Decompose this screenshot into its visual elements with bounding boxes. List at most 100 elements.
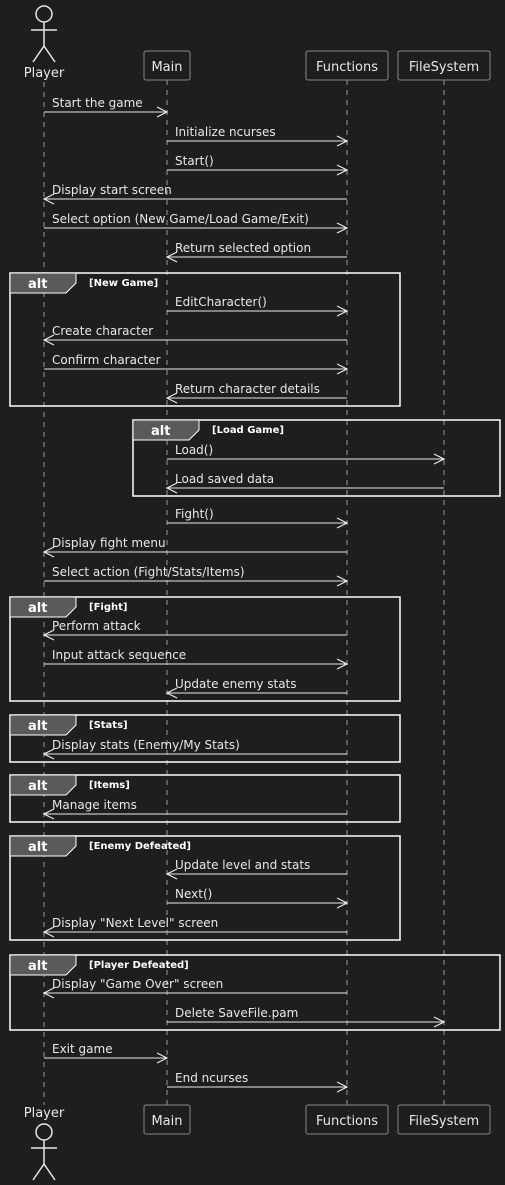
arrowhead-icon: [165, 251, 178, 263]
arrowhead-icon: [336, 517, 349, 529]
arrowhead-icon: [336, 1081, 349, 1093]
frame-condition: [Load Game]: [212, 425, 284, 436]
participant-box: [305, 1104, 389, 1135]
arrowhead-icon: [336, 658, 349, 670]
frame-tag: alt: [28, 719, 47, 734]
message-label: Perform attack: [52, 619, 141, 633]
participant-label: FileSystem: [409, 1114, 479, 1129]
participant-label: Player: [24, 66, 65, 81]
message: Return selected option: [165, 241, 347, 263]
arrowhead-icon: [42, 987, 55, 999]
frame-condition: [New Game]: [89, 278, 158, 289]
participant-functions-top: Functions: [305, 50, 389, 81]
message-label: End ncurses: [175, 1071, 248, 1085]
frame-border: [9, 596, 401, 702]
message: Start(): [167, 154, 349, 176]
arrowhead-icon: [156, 1052, 169, 1064]
frame-tag: alt: [151, 424, 170, 439]
message: Select action (Fight/Stats/Items): [44, 565, 349, 587]
message: Update enemy stats: [165, 677, 347, 699]
frame-condition: [Items]: [89, 780, 130, 791]
message: Fight(): [167, 507, 349, 529]
message: Load saved data: [165, 472, 444, 494]
arrowhead-icon: [165, 392, 178, 404]
message: Delete SaveFile.pam: [167, 1006, 446, 1028]
frame-tag: alt: [28, 277, 47, 292]
arrowhead-icon: [336, 575, 349, 587]
frame-condition: [Fight]: [89, 602, 127, 613]
participant-box: [143, 1104, 191, 1135]
message-label: Display fight menu: [52, 536, 166, 550]
message-label: Display start screen: [52, 183, 172, 197]
message-label: Delete SaveFile.pam: [175, 1006, 298, 1020]
message-label: Select option (New Game/Load Game/Exit): [52, 212, 309, 226]
alt-frame: alt [New Game]: [9, 272, 401, 407]
message-label: Exit game: [52, 1042, 113, 1056]
participant-filesystem-bottom: FileSystem: [397, 1104, 491, 1135]
message: Update level and stats: [165, 858, 347, 880]
message: Perform attack: [42, 619, 347, 641]
message: Manage items: [42, 798, 347, 820]
participant-box: [397, 1104, 491, 1135]
arrowhead-icon: [42, 193, 55, 205]
message: Initialize ncurses: [167, 125, 349, 147]
arrowhead-icon: [336, 164, 349, 176]
message-label: Display "Game Over" screen: [52, 977, 223, 991]
frame-border: [9, 774, 401, 823]
arrowhead-icon: [42, 546, 55, 558]
arrowhead-icon: [336, 363, 349, 375]
message-label: Start the game: [52, 96, 143, 110]
frame-tab: [9, 272, 77, 294]
message-label: Update enemy stats: [175, 677, 297, 691]
message: Display stats (Enemy/My Stats): [42, 738, 347, 760]
message: Display "Game Over" screen: [42, 977, 347, 999]
message: End ncurses: [167, 1071, 349, 1093]
frame-condition: [Enemy Defeated]: [89, 841, 191, 852]
arrowhead-icon: [165, 868, 178, 880]
message: EditCharacter(): [167, 295, 349, 317]
arrowhead-icon: [433, 1016, 446, 1028]
message-label: Select action (Fight/Stats/Items): [52, 565, 245, 579]
message: Select option (New Game/Load Game/Exit): [44, 212, 349, 234]
frame-border: [9, 835, 401, 941]
message: Display start screen: [42, 183, 347, 205]
frame-border: [9, 714, 401, 763]
message: Start the game: [44, 96, 169, 118]
message: Create character: [42, 324, 347, 346]
message-label: Return character details: [175, 382, 320, 396]
arrowhead-icon: [42, 334, 55, 346]
message: Load(): [167, 443, 446, 465]
message-label: Confirm character: [52, 353, 161, 367]
participant-label: Main: [151, 1114, 182, 1129]
message-label: Initialize ncurses: [175, 125, 276, 139]
alt-frame: alt[Fight]: [9, 596, 401, 702]
message: Display "Next Level" screen: [42, 916, 347, 938]
arrowhead-icon: [433, 453, 446, 465]
frame-tab: [9, 835, 77, 857]
frame-border: [9, 954, 501, 1031]
frame-border: [9, 272, 401, 407]
message: Return character details: [165, 382, 347, 404]
message: Confirm character: [44, 353, 349, 375]
alt-frame: alt[Player Defeated]: [9, 954, 501, 1031]
actor-icon: [31, 5, 57, 63]
message: Exit game: [44, 1042, 169, 1064]
message-label: Create character: [52, 324, 153, 338]
arrowhead-icon: [336, 222, 349, 234]
message-label: Manage items: [52, 798, 137, 812]
alt-frame: alt[Stats]: [9, 714, 401, 763]
arrowhead-icon: [165, 482, 178, 494]
frame-tag: alt: [28, 779, 47, 794]
arrowhead-icon: [336, 897, 349, 909]
participant-player-top: Player: [24, 5, 65, 81]
arrowhead-icon: [42, 808, 55, 820]
message-label: Input attack sequence: [52, 648, 186, 662]
message-label: Next(): [175, 887, 212, 901]
frame-tab: [9, 774, 77, 796]
arrowhead-icon: [42, 926, 55, 938]
frame-tag: alt: [28, 840, 47, 855]
message-label: Fight(): [175, 507, 214, 521]
message-label: Display "Next Level" screen: [52, 916, 218, 930]
participant-label: FileSystem: [409, 60, 479, 75]
